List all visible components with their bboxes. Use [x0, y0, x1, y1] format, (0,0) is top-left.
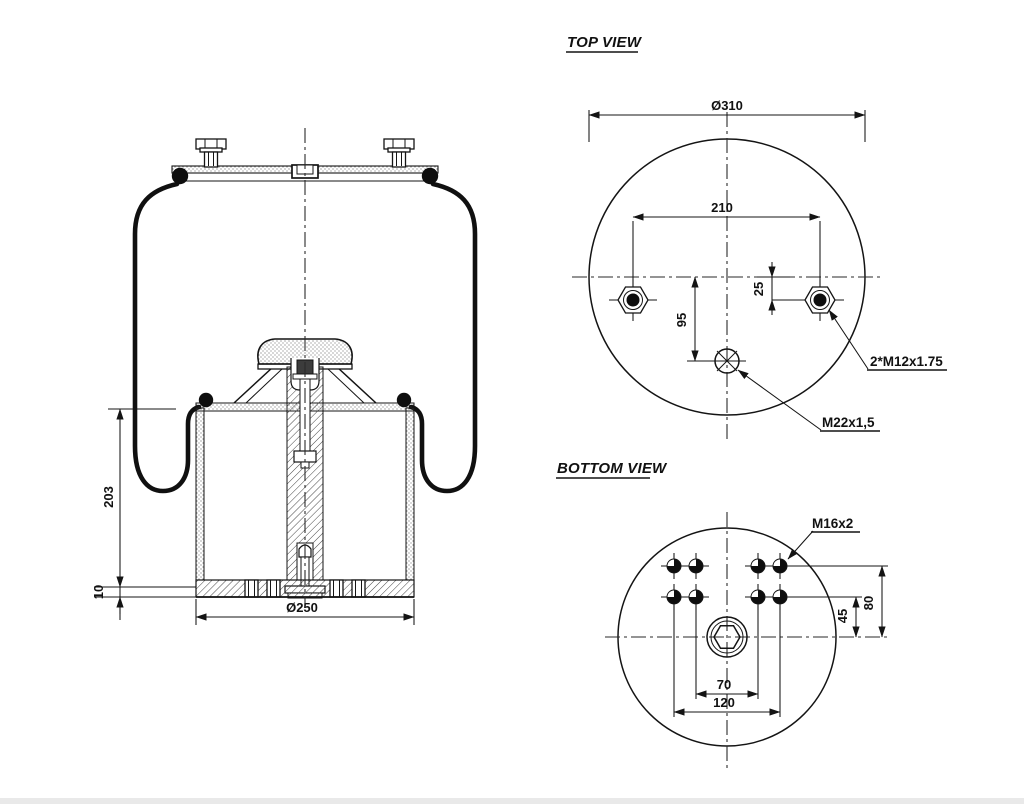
air-inlet-port [708, 348, 746, 374]
label-air-inlet: M22x1,5 [822, 415, 875, 430]
dim-height-label: 203 [101, 486, 116, 508]
label-holes: M16x2 [812, 516, 853, 531]
stud-top-view-right [796, 279, 844, 321]
bolt-hole [661, 584, 687, 610]
dim-outer-row-offset-label: 80 [861, 596, 876, 610]
dim-stud-offset-label: 25 [751, 282, 766, 296]
piston-neck [233, 366, 377, 404]
bolt-holes [661, 553, 793, 610]
dim-height-203: 203 [101, 408, 176, 588]
dim-plate-diameter-label: Ø310 [711, 98, 743, 113]
mounting-stud-left [195, 138, 227, 168]
dim-stud-spacing-210: 210 [632, 200, 821, 286]
bellows-outline [132, 181, 478, 494]
dim-plate-diameter-310: Ø310 [588, 98, 866, 142]
bolt-hole [683, 553, 709, 579]
mounting-stud-right [383, 138, 415, 168]
dim-outer-row-offset-80: 80 [861, 565, 886, 638]
dim-outer-hole-spacing-label: 120 [713, 695, 735, 710]
bolt-hole [661, 553, 687, 579]
dim-inlet-offset-95: 95 [674, 276, 714, 362]
bottom-view: BOTTOM VIEW 80 45 70 [556, 460, 890, 768]
bolt-hole [767, 553, 793, 579]
bolt-hole [745, 553, 771, 579]
page-bottom-border [0, 798, 1024, 804]
dim-inner-row-offset-label: 45 [835, 609, 850, 623]
dim-inner-row-offset-45: 45 [835, 596, 860, 638]
dim-piston-diameter-250: Ø250 [195, 599, 415, 625]
label-air-inlet-leader: M22x1,5 [737, 369, 880, 432]
dim-inner-hole-spacing-label: 70 [717, 677, 731, 692]
label-studs: 2*M12x1.75 [870, 354, 943, 369]
dim-outer-hole-spacing-120: 120 [673, 695, 781, 716]
label-studs-leader: 2*M12x1.75 [828, 309, 947, 371]
stud-top-view-left [609, 279, 657, 321]
bolt-hole [683, 584, 709, 610]
bottom-view-title: BOTTOM VIEW [556, 460, 668, 479]
dim-inlet-offset-label: 95 [674, 313, 689, 327]
bumper [257, 338, 353, 365]
top-view: TOP VIEW Ø310 210 [566, 34, 947, 442]
dim-base-thickness-label: 10 [91, 585, 106, 599]
piston-bead-right [396, 392, 412, 408]
dim-stud-offset-25: 25 [751, 262, 802, 315]
bolt-hole [767, 584, 793, 610]
bottom-view-title-text: BOTTOM VIEW [557, 460, 668, 477]
label-holes-leader: M16x2 [787, 516, 860, 560]
top-view-title-text: TOP VIEW [567, 34, 643, 51]
plate-bead-left [171, 167, 189, 185]
dim-stud-spacing-label: 210 [711, 200, 733, 215]
piston-bead-left [198, 392, 214, 408]
dim-inner-hole-spacing-70: 70 [695, 677, 759, 698]
side-view: 203 10 Ø250 [91, 128, 478, 625]
bolt-hole [745, 584, 771, 610]
top-view-title: TOP VIEW [566, 34, 643, 53]
dim-piston-diameter-label: Ø250 [286, 600, 318, 615]
plate-bead-right [421, 167, 439, 185]
dim-base-thickness-10: 10 [91, 585, 196, 620]
base-thread-holes [244, 579, 366, 598]
bottom-view-extension-lines [673, 565, 888, 717]
center-hex-fitting [706, 616, 748, 658]
